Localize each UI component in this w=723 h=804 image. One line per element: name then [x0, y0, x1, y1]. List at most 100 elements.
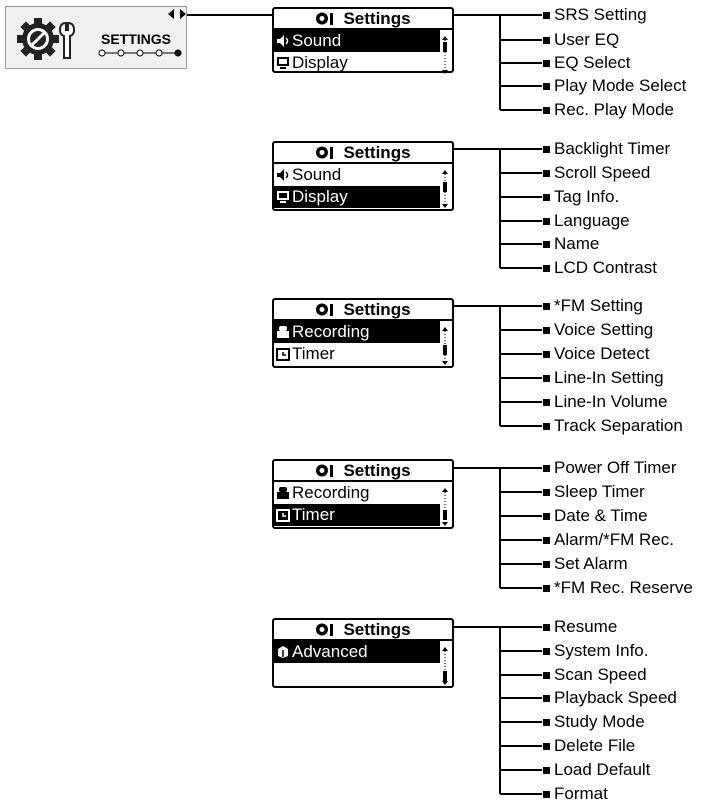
option-item[interactable]: Backlight Timer [543, 139, 670, 159]
menu-row-label: Timer [292, 344, 335, 363]
bullet-icon [543, 560, 550, 568]
option-item[interactable]: Scroll Speed [543, 163, 650, 183]
option-item[interactable]: System Info. [543, 641, 648, 661]
menu-row-label: Recording [292, 322, 370, 341]
option-label: Scan Speed [554, 665, 647, 684]
option-item[interactable]: Sleep Timer [543, 482, 645, 502]
option-item[interactable]: Name [543, 234, 599, 254]
option-item[interactable]: Language [543, 211, 630, 231]
menu-title: Settings [274, 300, 452, 321]
option-item[interactable]: Line-In Setting [543, 368, 664, 388]
bullet-icon [543, 302, 550, 310]
option-item[interactable]: Set Alarm [543, 554, 628, 574]
menu-row-label: Display [292, 187, 348, 206]
scrollbar[interactable] [441, 36, 449, 74]
settings-gear-icon [316, 146, 334, 159]
option-item[interactable]: *FM Setting [543, 296, 643, 316]
bullet-icon [543, 671, 550, 679]
settings-main-tile[interactable]: SETTINGS [5, 6, 187, 69]
bullet-icon [543, 217, 550, 225]
bullet-icon [543, 512, 550, 520]
bullet-icon [543, 264, 550, 272]
settings-gear-icon [316, 464, 334, 477]
settings-menu-recording: Settings Recording Timer [272, 298, 454, 368]
option-item[interactable]: Voice Setting [543, 320, 653, 340]
option-item[interactable]: Voice Detect [543, 344, 649, 364]
option-item[interactable]: User EQ [543, 30, 619, 50]
option-item[interactable]: *FM Rec. Reserve [543, 578, 693, 598]
option-item[interactable]: Track Separation [543, 416, 683, 436]
recording-icon [277, 487, 289, 499]
scrollbar[interactable] [441, 170, 449, 208]
option-item[interactable]: SRS Setting [543, 5, 647, 25]
option-label: User EQ [554, 30, 620, 49]
option-item[interactable]: Rec. Play Mode [543, 100, 674, 120]
menu-title-label: Settings [343, 619, 411, 639]
bullet-icon [543, 11, 550, 19]
scrollbar[interactable] [441, 327, 449, 365]
bullet-icon [543, 350, 550, 358]
option-label: Track Separation [554, 416, 683, 435]
settings-main-label: SETTINGS [101, 31, 172, 47]
option-label: Alarm/*FM Rec. [554, 530, 674, 549]
scrollbar[interactable] [441, 647, 449, 685]
bullet-icon [543, 742, 550, 750]
bullet-icon [543, 647, 550, 655]
menu-row-sound[interactable]: Sound [274, 164, 440, 186]
bullet-icon [543, 169, 550, 177]
option-label: Study Mode [554, 712, 645, 731]
option-label: Resume [554, 617, 618, 636]
option-item[interactable]: LCD Contrast [543, 258, 657, 278]
bullet-icon [543, 106, 550, 114]
menu-row-display[interactable]: Display [274, 52, 440, 74]
option-item[interactable]: Alarm/*FM Rec. [543, 530, 674, 550]
menu-row-recording[interactable]: Recording [274, 321, 440, 343]
bullet-icon [543, 584, 550, 592]
bullet-icon [543, 193, 550, 201]
menu-row-recording[interactable]: Recording [274, 482, 440, 504]
option-item[interactable]: Delete File [543, 736, 635, 756]
option-item[interactable]: Play Mode Select [543, 76, 686, 96]
settings-gear-icon [316, 623, 334, 636]
option-label: SRS Setting [554, 5, 647, 24]
option-label: EQ Select [554, 53, 631, 72]
left-right-arrows-icon [168, 9, 186, 19]
option-item[interactable]: Power Off Timer [543, 458, 677, 478]
menu-row-sound[interactable]: Sound [274, 30, 440, 52]
option-label: System Info. [554, 641, 649, 660]
option-label: Voice Detect [554, 344, 650, 363]
menu-row-timer[interactable]: Timer [274, 504, 440, 526]
menu-row-timer[interactable]: Timer [274, 343, 440, 365]
option-label: Play Mode Select [554, 76, 687, 95]
option-item[interactable]: Tag Info. [543, 187, 619, 207]
bullet-icon [543, 240, 550, 248]
menu-row-advanced[interactable]: Advanced [274, 641, 440, 663]
option-item[interactable]: Resume [543, 617, 617, 637]
option-label: Playback Speed [554, 688, 677, 707]
advanced-icon [278, 646, 288, 658]
scrollbar[interactable] [441, 488, 449, 526]
settings-menu-timer: Settings Recording Timer [272, 459, 454, 529]
option-item[interactable]: Load Default [543, 760, 650, 780]
menu-row-label: Timer [292, 505, 335, 524]
gear-wrench-icon [17, 18, 76, 60]
option-item[interactable]: EQ Select [543, 53, 631, 73]
bullet-icon [543, 398, 550, 406]
settings-gear-icon [316, 303, 334, 316]
timer-icon [276, 348, 290, 361]
option-item[interactable]: Format [543, 784, 608, 804]
option-label: Voice Setting [554, 320, 654, 339]
option-item[interactable]: Study Mode [543, 712, 645, 732]
option-item[interactable]: Playback Speed [543, 688, 677, 708]
option-item[interactable]: Line-In Volume [543, 392, 667, 412]
option-label: *FM Setting [554, 296, 643, 315]
recording-icon [277, 326, 289, 338]
option-item[interactable]: Scan Speed [543, 665, 647, 685]
option-label: *FM Rec. Reserve [554, 578, 693, 597]
menu-row-display[interactable]: Display [274, 186, 440, 208]
option-label: Name [554, 234, 600, 253]
bullet-icon [543, 536, 550, 544]
bullet-icon [543, 623, 550, 631]
option-item[interactable]: Date & Time [543, 506, 648, 526]
